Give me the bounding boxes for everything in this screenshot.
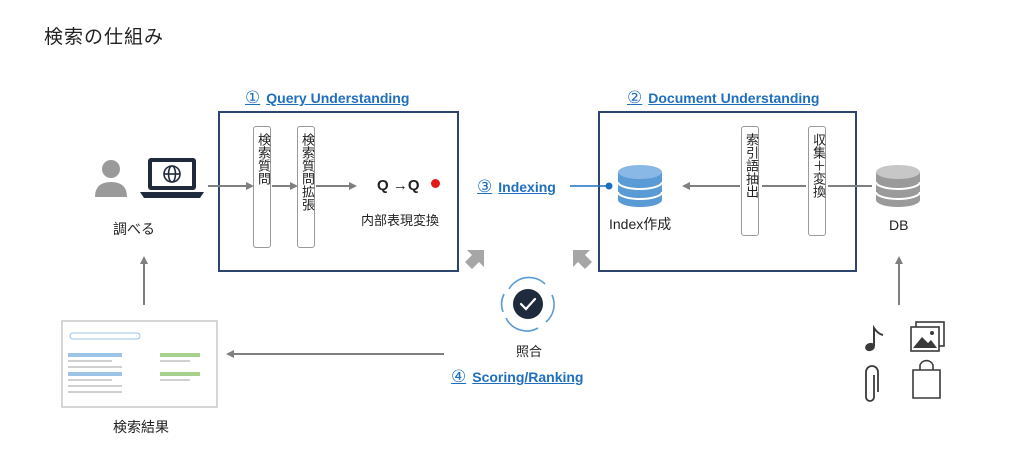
music-note-icon — [865, 324, 884, 352]
shopping-bag-icon — [912, 359, 941, 399]
query-understanding-title[interactable]: ① Query Understanding — [245, 88, 409, 108]
page-title: 検索の仕組み — [44, 26, 165, 48]
indexing-dot — [605, 182, 613, 190]
image-icon — [910, 321, 945, 352]
matching-label: 照合 — [516, 345, 543, 360]
user-search-label: 調べる — [113, 222, 155, 238]
person-icon — [95, 160, 127, 197]
chevron-query-to-match — [465, 250, 484, 269]
db-label: DB — [889, 217, 909, 233]
indexing-label: Indexing — [498, 179, 556, 195]
document-understanding-label: Document Understanding — [648, 90, 820, 106]
search-results-label: 検索結果 — [113, 420, 169, 436]
document-understanding-num: ② — [627, 88, 643, 107]
scoring-ranking-title[interactable]: ④ Scoring/Ranking — [451, 367, 583, 387]
doc-card-index-term-extraction: 索引語抽出 — [741, 126, 759, 236]
query-card-search-question: 検索質問 — [253, 126, 271, 248]
database-icon — [875, 165, 921, 207]
scoring-label: Scoring/Ranking — [472, 369, 584, 385]
scoring-num: ④ — [451, 367, 467, 386]
query-transform-text: Q →Q — [377, 177, 420, 194]
search-results-thumbnail — [61, 320, 218, 408]
index-creation-label: Index作成 — [609, 216, 672, 232]
laptop-icon — [140, 158, 204, 198]
paperclip-icon — [865, 365, 879, 402]
indexing-title[interactable]: ③ Indexing — [477, 177, 556, 197]
internal-representation-label: 内部表現変換 — [361, 214, 440, 229]
indexing-num: ③ — [477, 177, 493, 196]
check-cycle-icon — [500, 276, 555, 332]
q-arrow-q: Q →Q — [377, 177, 420, 194]
document-understanding-title[interactable]: ② Document Understanding — [627, 88, 819, 108]
globe-icon — [163, 165, 181, 183]
red-dot — [431, 179, 440, 188]
chevron-document-to-match — [573, 250, 592, 269]
query-understanding-num: ① — [245, 88, 261, 107]
query-understanding-label: Query Understanding — [266, 90, 410, 106]
doc-card-collect-convert: 収集＋変換 — [808, 126, 826, 236]
index-database-icon — [617, 165, 663, 207]
